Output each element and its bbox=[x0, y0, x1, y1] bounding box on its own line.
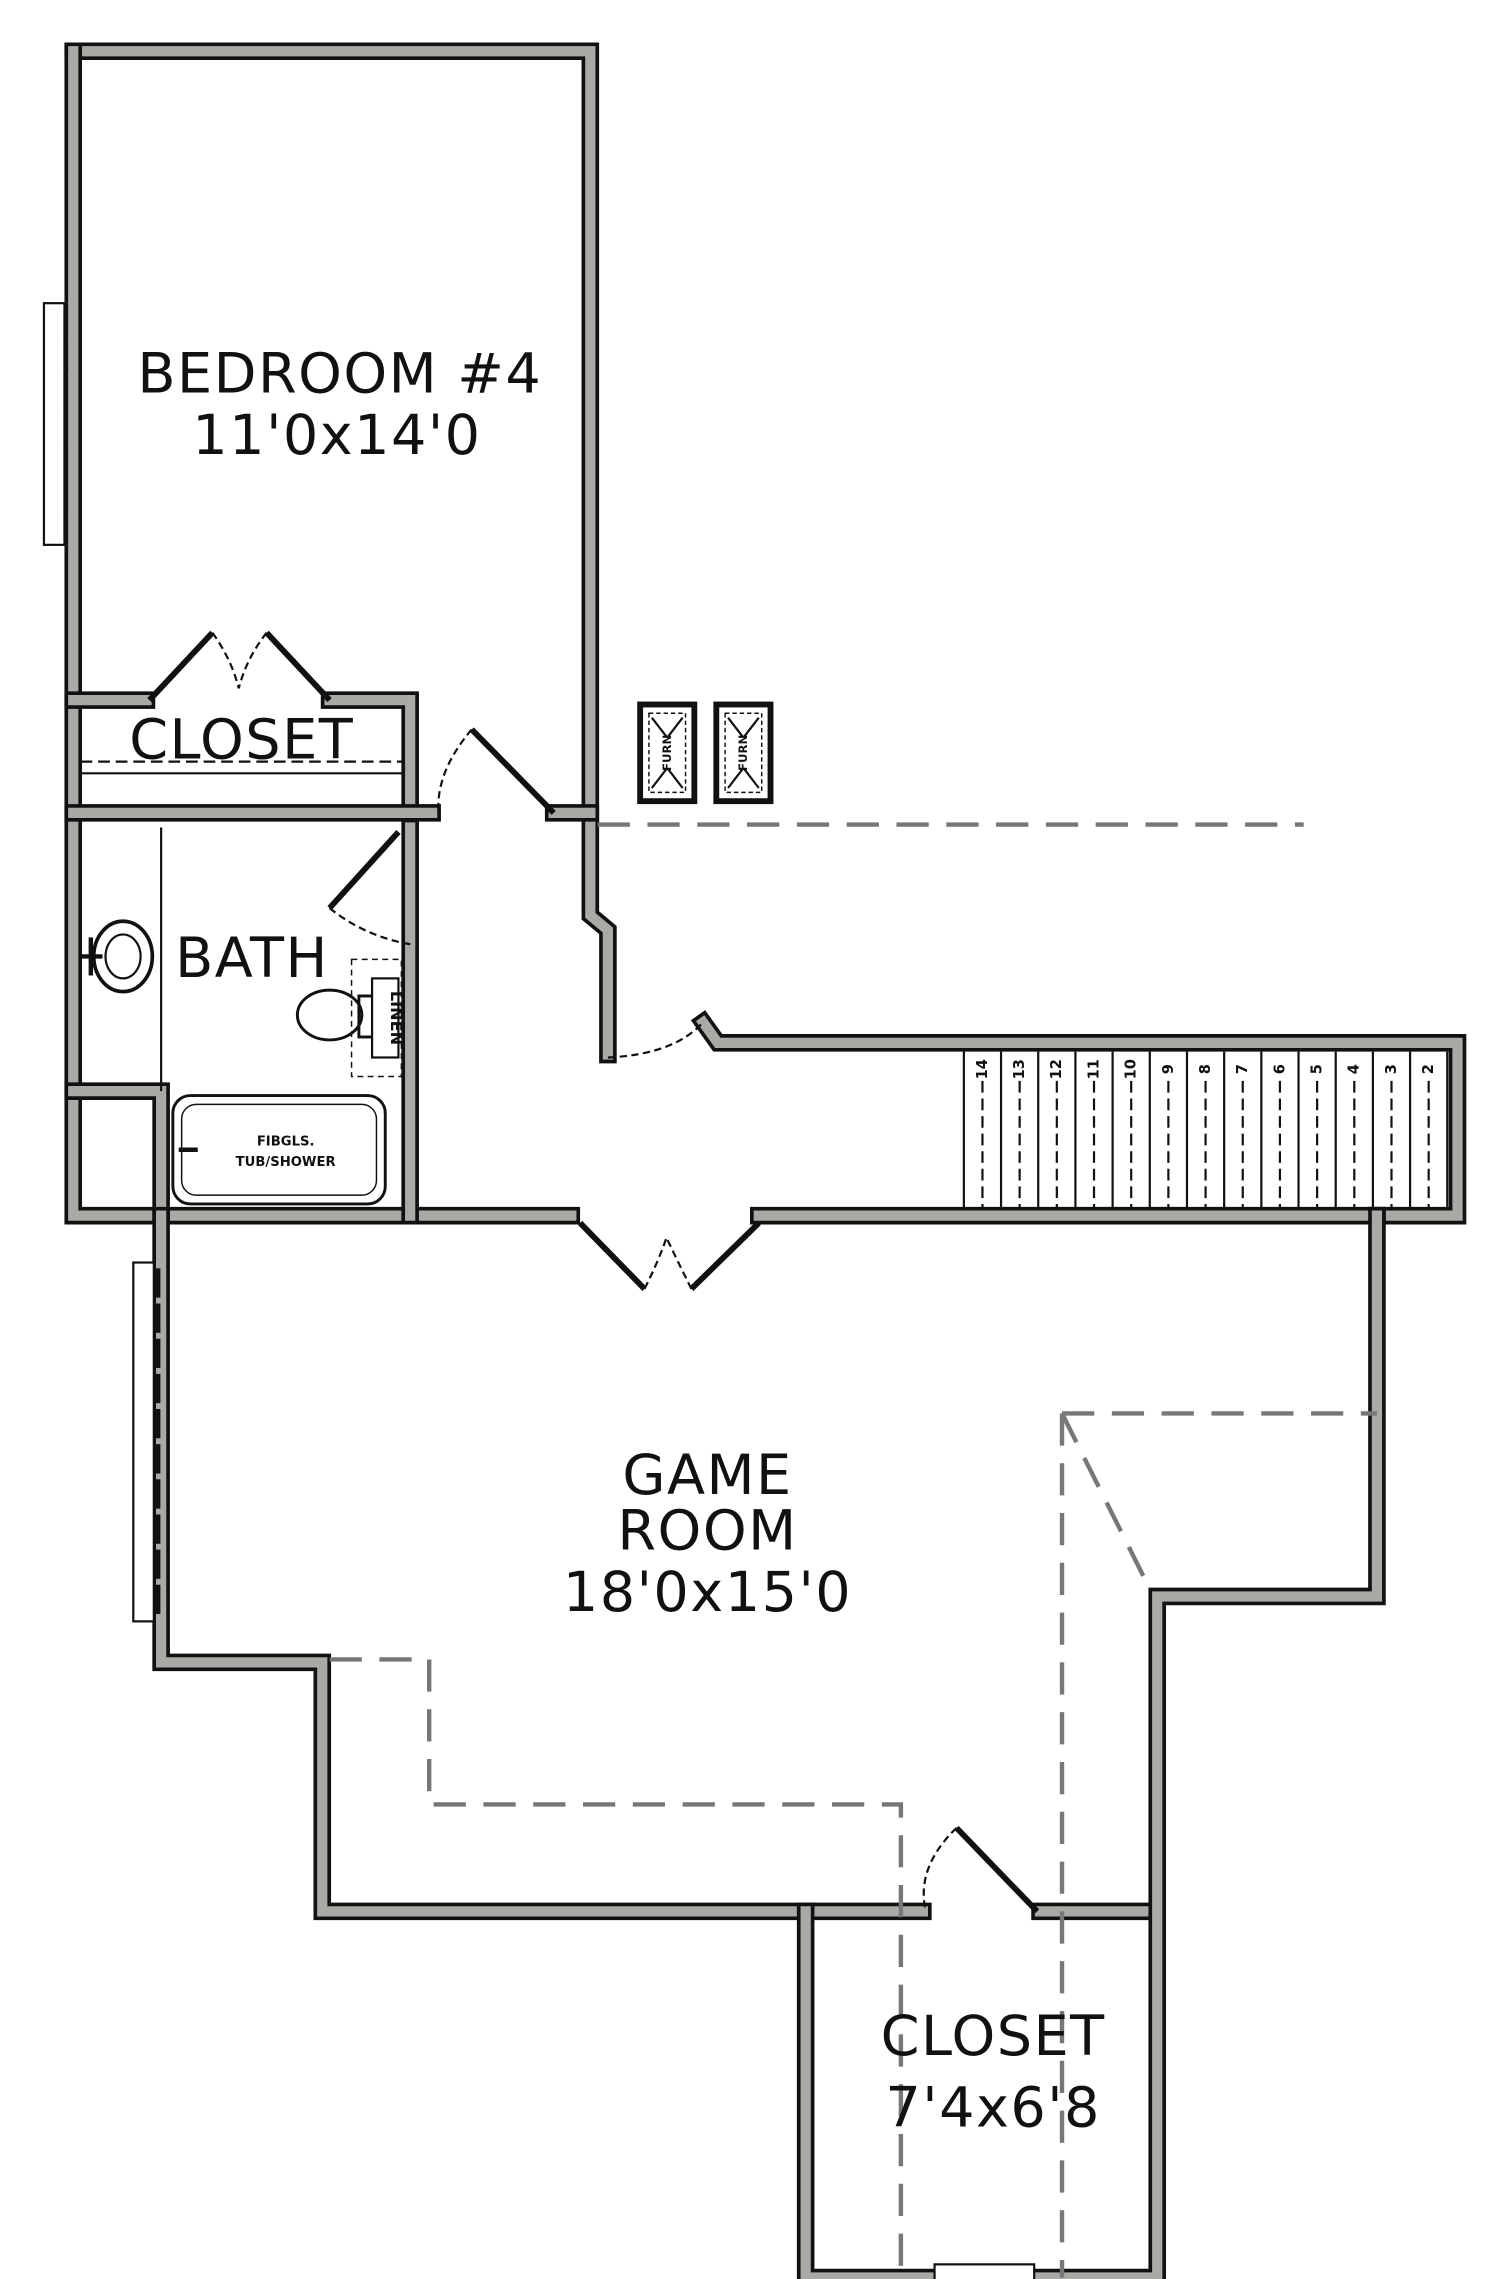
svg-text:FURN: FURN bbox=[736, 735, 750, 771]
stair-number: 3 bbox=[1383, 1064, 1400, 1074]
bath-name: BATH bbox=[175, 926, 329, 991]
window-bedroom bbox=[42, 302, 69, 546]
bedroom-size: 11'0x14'0 bbox=[192, 403, 481, 468]
furnace-icon: FURN bbox=[637, 701, 698, 805]
stair-number: 13 bbox=[1011, 1059, 1028, 1079]
game-room-name-line1: GAME bbox=[622, 1443, 792, 1508]
bedroom-name: BEDROOM #4 bbox=[137, 342, 542, 407]
wall bbox=[64, 42, 581, 1225]
stair-number: 9 bbox=[1160, 1064, 1177, 1074]
stair-number: 2 bbox=[1420, 1064, 1437, 1074]
wall bbox=[690, 1010, 1467, 1225]
svg-text:FURN: FURN bbox=[660, 735, 674, 771]
wall bbox=[800, 1210, 1383, 2279]
game-closet-size: 7'4x6'8 bbox=[885, 2076, 1100, 2141]
stair-number: 4 bbox=[1346, 1064, 1363, 1074]
stair-number: 7 bbox=[1234, 1064, 1251, 1074]
furnace-units: FURN FURN bbox=[637, 701, 774, 805]
tub-icon bbox=[171, 1094, 387, 1206]
ceiling-lines bbox=[329, 822, 1377, 2278]
doors bbox=[147, 630, 1040, 1914]
window-closet bbox=[933, 2263, 1036, 2279]
wall bbox=[695, 1015, 1463, 1221]
bath-fixtures: LINEN FIBGLS. TUB/SHOWER bbox=[80, 827, 406, 1206]
stair-number: 8 bbox=[1197, 1064, 1214, 1074]
bedroom-closet-name: CLOSET bbox=[129, 708, 354, 773]
game-room-size: 18'0x15'0 bbox=[563, 1560, 852, 1625]
window-game-room bbox=[132, 1261, 161, 1623]
stair-number: 12 bbox=[1048, 1059, 1065, 1079]
wall bbox=[68, 1086, 167, 1221]
wall bbox=[68, 46, 577, 1221]
wall bbox=[156, 1210, 1158, 1917]
tub-label-line2: TUB/SHOWER bbox=[236, 1155, 336, 1170]
toilet-icon bbox=[295, 988, 364, 1042]
stair-number: 11 bbox=[1085, 1059, 1102, 1079]
walls bbox=[64, 42, 1467, 2279]
wall bbox=[68, 694, 416, 819]
stair-number: 5 bbox=[1309, 1064, 1326, 1074]
furnace-icon: FURN bbox=[713, 701, 774, 805]
linen-label: LINEN bbox=[387, 991, 406, 1045]
game-closet-name: CLOSET bbox=[881, 2004, 1106, 2069]
stairs: 14 13 12 11 10 9 8 7 6 5 4 3 2 bbox=[962, 1051, 1449, 1210]
stair-number: 10 bbox=[1123, 1059, 1140, 1079]
tub-label-line1: FIBGLS. bbox=[257, 1134, 315, 1149]
stair-number: 14 bbox=[974, 1059, 991, 1079]
wall bbox=[64, 42, 617, 1064]
wall bbox=[64, 1082, 170, 1225]
stair-number: 6 bbox=[1271, 1064, 1288, 1074]
game-room-name-line2: ROOM bbox=[617, 1499, 797, 1564]
wall bbox=[68, 46, 614, 1060]
